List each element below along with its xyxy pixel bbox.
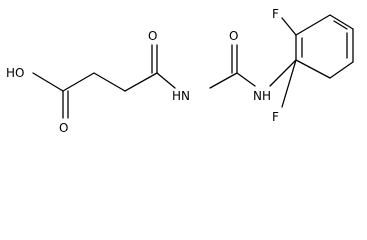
acid-oxygen-label: O xyxy=(59,121,68,135)
amide-hn-label: HN xyxy=(172,89,190,103)
ring-bond xyxy=(329,61,354,79)
bond-chain-1 xyxy=(124,72,158,92)
bond-nh-urea-carbon xyxy=(236,72,256,87)
bond-chain-3 xyxy=(62,72,95,92)
ring-bond xyxy=(295,59,331,79)
bond-ring-nh xyxy=(269,59,297,87)
ring-bond xyxy=(329,14,354,30)
urea-oxygen-label: O xyxy=(229,29,238,43)
acid-hydroxyl-label: HO xyxy=(6,66,24,80)
fluorine-label-bottom: F xyxy=(272,110,279,124)
ring-double-bond xyxy=(333,20,348,30)
bond-f-top xyxy=(281,17,297,36)
bond-acid-oh xyxy=(32,72,64,92)
bond-chain-2 xyxy=(93,72,126,92)
bond-hn-amide-carbon xyxy=(156,72,176,89)
bond-f-bottom xyxy=(281,59,297,108)
ring-bond xyxy=(295,14,331,36)
ketone-oxygen-label: O xyxy=(148,29,157,43)
bond-urea-hn xyxy=(209,72,238,89)
structure-canvas: F F NH O HN O HO O xyxy=(6,7,354,135)
benzene-ring xyxy=(295,14,354,79)
urea-nh-label: NH xyxy=(253,89,271,103)
chemical-structure: F F NH O HN O HO O xyxy=(6,7,354,135)
fluorine-label-top: F xyxy=(272,7,279,21)
